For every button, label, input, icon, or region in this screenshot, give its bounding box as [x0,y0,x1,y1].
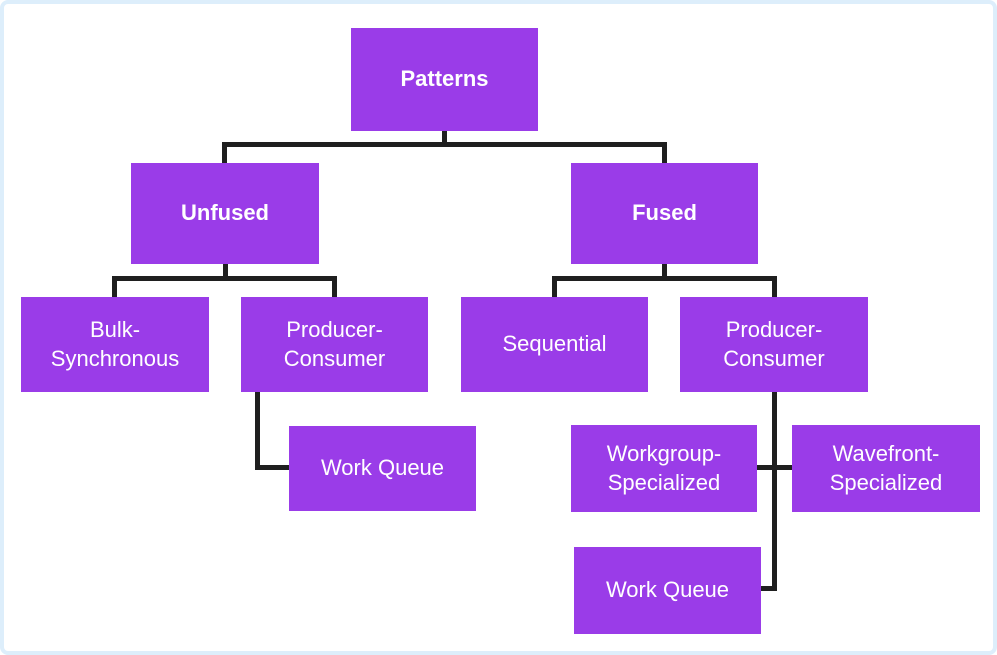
node-work-queue-right-label: Work Queue [605,577,730,603]
node-fused-label: Fused [632,200,697,226]
node-producer-consumer-right-label: Producer-Consumer [723,316,825,371]
connector-unfused-stem [223,264,228,281]
connector-unfused-drop [222,142,227,163]
node-workgroup-specialized: Workgroup-Specialized [571,425,757,512]
connector-patterns-stem [442,131,447,147]
connector-specialized-cross [757,465,792,470]
node-sequential: Sequential [461,297,648,392]
node-fused: Fused [571,163,758,264]
connector-fused-drop [662,142,667,163]
node-producer-consumer-left-label: Producer-Consumer [283,316,386,371]
node-patterns-label: Patterns [400,66,489,92]
connector-producer-consumer-right-drop [772,276,777,297]
connector-work-queue-left-vertical [255,392,260,470]
node-sequential-label: Sequential [502,331,607,357]
node-wavefront-specialized-label: Wavefront-Specialized [829,440,943,495]
node-work-queue-right: Work Queue [574,547,761,634]
node-producer-consumer-right: Producer-Consumer [680,297,868,392]
node-wavefront-specialized: Wavefront-Specialized [792,425,980,512]
node-patterns: Patterns [351,28,538,131]
connector-fused-bar [552,276,777,281]
node-work-queue-left: Work Queue [289,426,476,511]
connector-fused-stem [662,264,667,281]
node-bulk-synchronous-label: Bulk-Synchronous [50,316,180,371]
connector-work-queue-left-horizontal [255,465,291,470]
connector-unfused-bar [112,276,337,281]
node-unfused-label: Unfused [181,200,269,226]
connector-sequential-drop [552,276,557,297]
connector-bulk-synchronous-drop [112,276,117,297]
node-workgroup-specialized-label: Workgroup-Specialized [606,440,722,495]
connector-work-queue-right-horizontal [761,586,777,591]
connector-producer-consumer-left-drop [332,276,337,297]
node-producer-consumer-left: Producer-Consumer [241,297,428,392]
node-unfused: Unfused [131,163,319,264]
connector-producer-consumer-right-trunk [772,392,777,591]
node-work-queue-left-label: Work Queue [320,455,445,481]
connector-level1-bar [222,142,667,147]
node-bulk-synchronous: Bulk-Synchronous [21,297,209,392]
